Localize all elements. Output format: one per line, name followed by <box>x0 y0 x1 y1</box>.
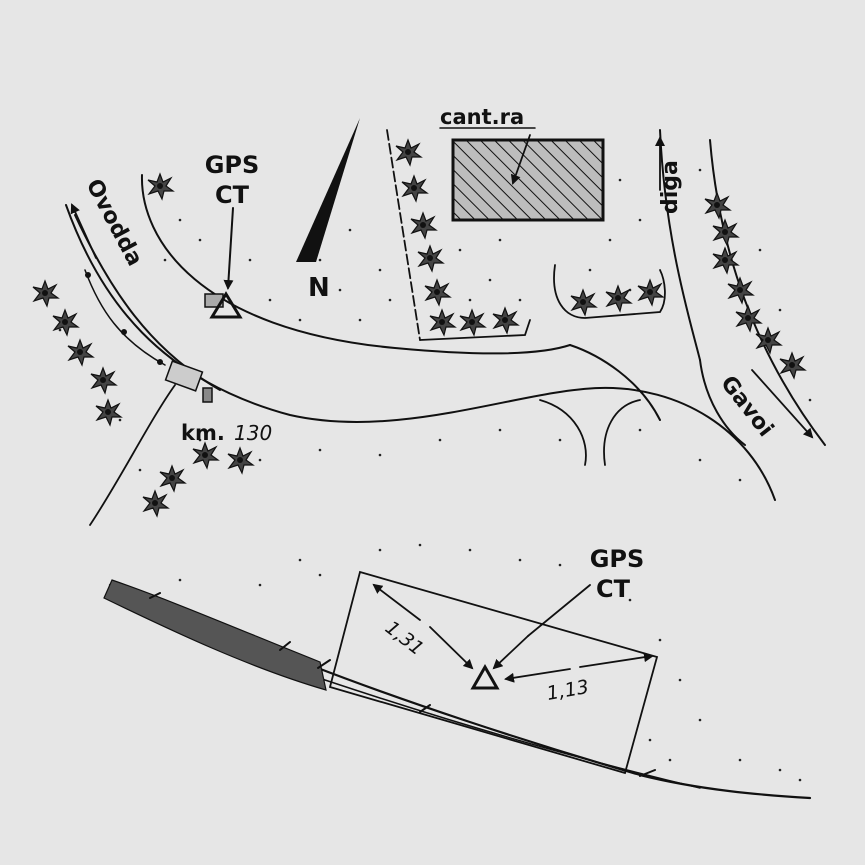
dist-arrow-2a <box>579 652 654 668</box>
ct-label-top: CT <box>215 181 250 209</box>
plot-right-enclosure <box>553 264 666 319</box>
diga-road-lower <box>699 359 746 446</box>
plot-edge-left <box>386 129 421 341</box>
stipple-bottom <box>178 543 802 782</box>
gps-pointer-bottom-a <box>527 584 591 637</box>
survey-plot-outline <box>328 570 659 775</box>
ct-label-bottom: CT <box>596 575 631 603</box>
gps-label-bottom: GPS <box>590 545 645 573</box>
ovodda-arrow <box>70 203 97 259</box>
plot-edge-bottom <box>419 319 531 341</box>
north-label: N <box>308 273 330 303</box>
gavoi-label: Gavoi <box>715 371 778 441</box>
side-road-mid-b <box>603 399 641 466</box>
road-edge-curve <box>569 344 661 421</box>
dist-arrow-1a <box>372 583 421 621</box>
side-road-mid-a <box>539 399 587 466</box>
km-number: 130 <box>234 421 272 445</box>
distance-label-2: 1,13 <box>545 676 590 705</box>
distance-label-1: 1,31 <box>381 617 428 660</box>
rocky-bank <box>103 579 327 691</box>
gavoi-arrow <box>751 369 814 439</box>
diga-road-right <box>709 139 826 446</box>
km-marker-post <box>202 387 213 403</box>
gps-triangle-bottom <box>470 663 500 690</box>
cantiera-arrow <box>510 134 531 185</box>
gps-triangle-top <box>209 291 243 319</box>
dist-arrow-2b <box>504 668 571 683</box>
stipple-areas <box>58 168 812 482</box>
cantiera-building <box>451 138 605 222</box>
side-road-left <box>89 384 176 526</box>
gps-label-top: GPS <box>205 151 260 179</box>
dist-arrow-1b <box>429 626 474 670</box>
roadside-building <box>164 360 204 392</box>
road-edge-inner <box>74 214 221 391</box>
diga-road-left <box>659 129 701 361</box>
gps-pointer-bottom-b <box>492 635 529 670</box>
gps-pointer-top <box>223 207 234 290</box>
diga-label: diga <box>658 160 683 214</box>
road-edge-north <box>140 174 571 355</box>
km-label: km. <box>181 421 225 445</box>
terrain-bank-line <box>108 583 812 800</box>
north-arrow <box>296 118 360 262</box>
cantiera-label: cant.ra <box>440 105 524 129</box>
ovodda-label: Ovodda <box>81 175 147 270</box>
road-edge-south <box>65 204 776 501</box>
rail-track <box>84 269 166 366</box>
